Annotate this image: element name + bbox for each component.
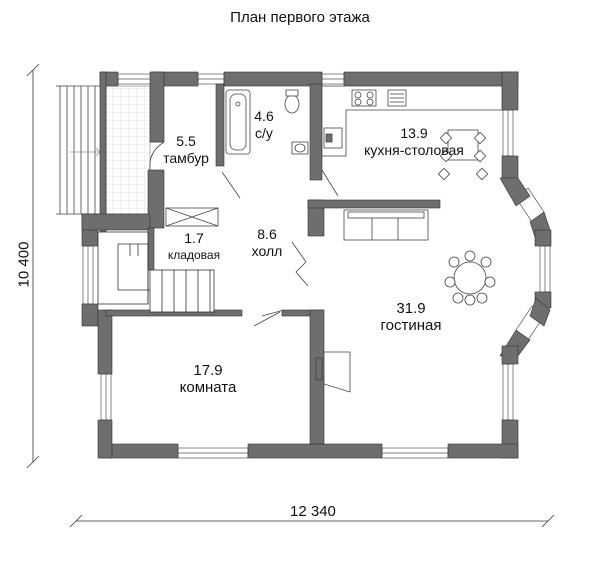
room-name: с/у	[255, 125, 273, 141]
dimension-lines	[26, 63, 555, 528]
room-area: 31.9	[396, 300, 426, 317]
room-area: 5.5	[176, 133, 196, 149]
height-dimension: 10 400	[15, 241, 33, 288]
entry-porch	[56, 85, 151, 215]
plan-title: План первого этажа	[230, 9, 370, 26]
room-label-hall: 8.6 холл	[244, 226, 290, 260]
room-name: гостиная	[380, 317, 442, 334]
room-name: холл	[251, 243, 283, 259]
bathroom-fixtures	[225, 89, 309, 155]
room-name: комната	[179, 379, 237, 396]
doors	[149, 141, 339, 327]
dining-table	[437, 129, 489, 181]
walls	[81, 71, 552, 459]
kitchen-fixtures	[321, 85, 503, 157]
room-label-bathroom: 4.6 с/у	[244, 108, 284, 142]
room-label-kitchen: 13.9 кухня-столовая	[348, 125, 480, 159]
room-area: 17.9	[193, 362, 223, 379]
room-name: кухня-столовая	[364, 142, 464, 158]
sofa	[343, 209, 429, 241]
round-table	[444, 250, 496, 306]
room-area: 4.6	[254, 108, 274, 124]
room-name: тамбур	[163, 150, 209, 166]
room-area: 13.9	[400, 125, 428, 141]
room-area: 1.7	[184, 230, 204, 246]
wardrobe	[165, 207, 219, 227]
fireplace	[315, 351, 351, 393]
room-area: 8.6	[257, 226, 277, 242]
room-label-bedroom: 17.9 комната	[166, 362, 250, 396]
room-label-tambur: 5.5 тамбур	[156, 133, 216, 167]
stairs	[97, 231, 215, 313]
room-label-living: 31.9 гостиная	[366, 300, 456, 334]
room-name: кладовая	[167, 248, 221, 262]
room-label-pantry: 1.7 кладовая	[158, 230, 230, 264]
width-dimension: 12 340	[290, 503, 336, 520]
